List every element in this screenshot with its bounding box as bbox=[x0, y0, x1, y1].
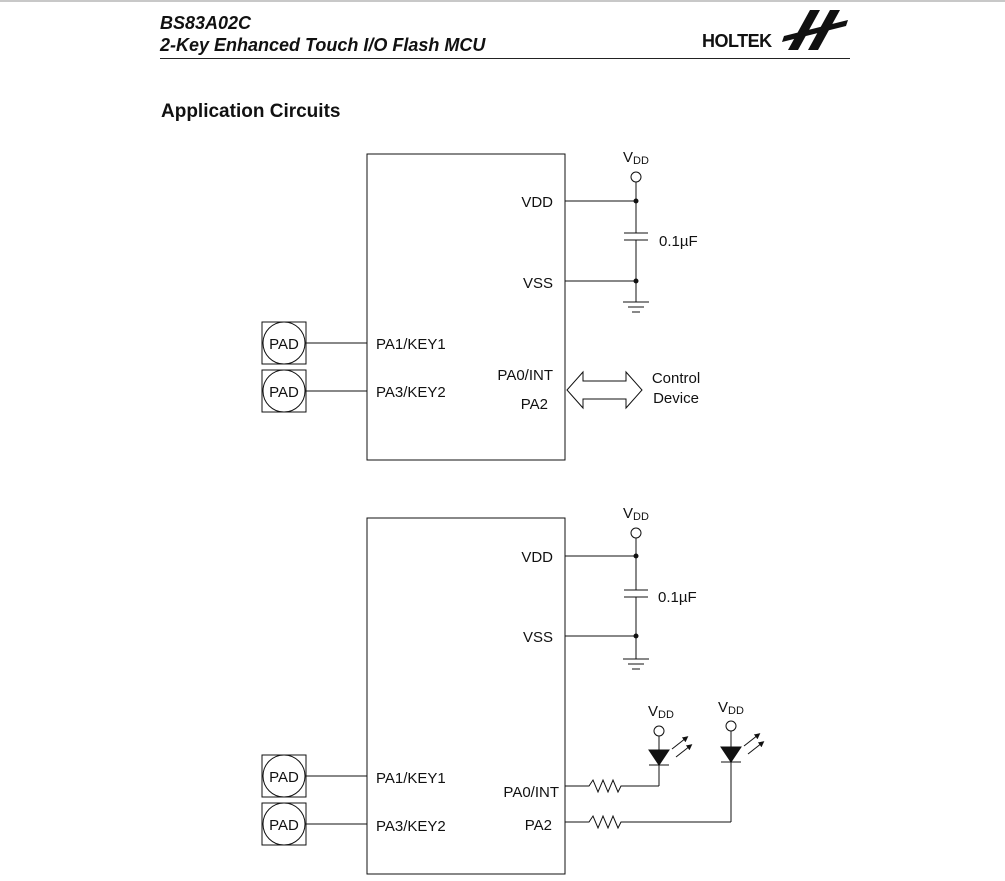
mcu-chip-1 bbox=[366, 153, 566, 461]
led2-light-arrow-b bbox=[747, 741, 765, 755]
bidirectional-arrow-icon bbox=[566, 370, 643, 410]
ground-icon-2 bbox=[623, 658, 649, 670]
holtek-logo-text: HOLTEK bbox=[702, 31, 772, 51]
pin-pa0-label-1: PA0/INT bbox=[497, 367, 553, 384]
pad1-label-2: PAD bbox=[269, 769, 299, 786]
led1-light-arrow-a bbox=[671, 736, 689, 750]
resistor-pa0 bbox=[565, 778, 659, 794]
led-2-icon bbox=[720, 746, 742, 763]
vdd-label-1: VDD bbox=[623, 149, 649, 167]
circuit-1-labels: VDD VDD VSS 0.1µF PAD PAD PA1/KEY1 PA3/K… bbox=[269, 149, 700, 413]
led2-vdd-terminal bbox=[725, 720, 737, 732]
pin-key2-label-2: PA3/KEY2 bbox=[376, 818, 446, 835]
holtek-logo-icon bbox=[782, 10, 848, 50]
pin-vss-label-1: VSS bbox=[523, 275, 553, 292]
control-label-line2: Device bbox=[653, 390, 699, 407]
vdd-label-2: VDD bbox=[623, 505, 649, 523]
led1-vdd-label: VDD bbox=[648, 703, 674, 721]
ground-icon-1 bbox=[623, 301, 649, 313]
vdd-junction-2 bbox=[633, 553, 639, 559]
pin-key1-label-2: PA1/KEY1 bbox=[376, 770, 446, 787]
vdd-terminal-1 bbox=[630, 171, 642, 183]
pin-key2-label-1: PA3/KEY2 bbox=[376, 384, 446, 401]
pin-pa2-label-1: PA2 bbox=[521, 396, 548, 413]
pin-pa2-label-2: PA2 bbox=[525, 817, 552, 834]
control-label-line1: Control bbox=[652, 370, 700, 387]
mcu-chip-2 bbox=[366, 517, 566, 875]
pad1-label-1: PAD bbox=[269, 336, 299, 353]
pad2-label-1: PAD bbox=[269, 384, 299, 401]
capacitor-label-2: 0.1µF bbox=[658, 589, 697, 606]
pin-vdd-label-2: VDD bbox=[521, 549, 553, 566]
pin-pa0-label-2: PA0/INT bbox=[503, 784, 559, 801]
led2-vdd-label: VDD bbox=[718, 699, 744, 717]
header-part-title: 2-Key Enhanced Touch I/O Flash MCU bbox=[160, 35, 486, 55]
led2-light-arrow-a bbox=[743, 733, 761, 747]
resistor-pa2 bbox=[565, 814, 731, 830]
circuit-1 bbox=[261, 153, 649, 461]
circuit-2 bbox=[261, 517, 765, 875]
led1-light-arrow-b bbox=[675, 744, 693, 758]
top-border bbox=[0, 0, 1005, 2]
vdd-terminal-2 bbox=[630, 527, 642, 539]
led1-vdd-terminal bbox=[653, 725, 665, 737]
header-part-number: BS83A02C bbox=[160, 13, 252, 33]
capacitor-label-1: 0.1µF bbox=[659, 233, 698, 250]
led-1-icon bbox=[648, 749, 670, 766]
section-title: Application Circuits bbox=[161, 101, 341, 122]
circuit-2-labels: VDD VDD VSS 0.1µF PAD PAD PA1/KEY1 PA3/K… bbox=[269, 505, 744, 835]
pin-vdd-label-1: VDD bbox=[521, 194, 553, 211]
vss-junction-1 bbox=[633, 278, 639, 284]
vss-junction-2 bbox=[633, 633, 639, 639]
pad2-label-2: PAD bbox=[269, 817, 299, 834]
pin-vss-label-2: VSS bbox=[523, 629, 553, 646]
pin-key1-label-1: PA1/KEY1 bbox=[376, 336, 446, 353]
vdd-junction-1 bbox=[633, 198, 639, 204]
header-rule bbox=[160, 58, 850, 59]
